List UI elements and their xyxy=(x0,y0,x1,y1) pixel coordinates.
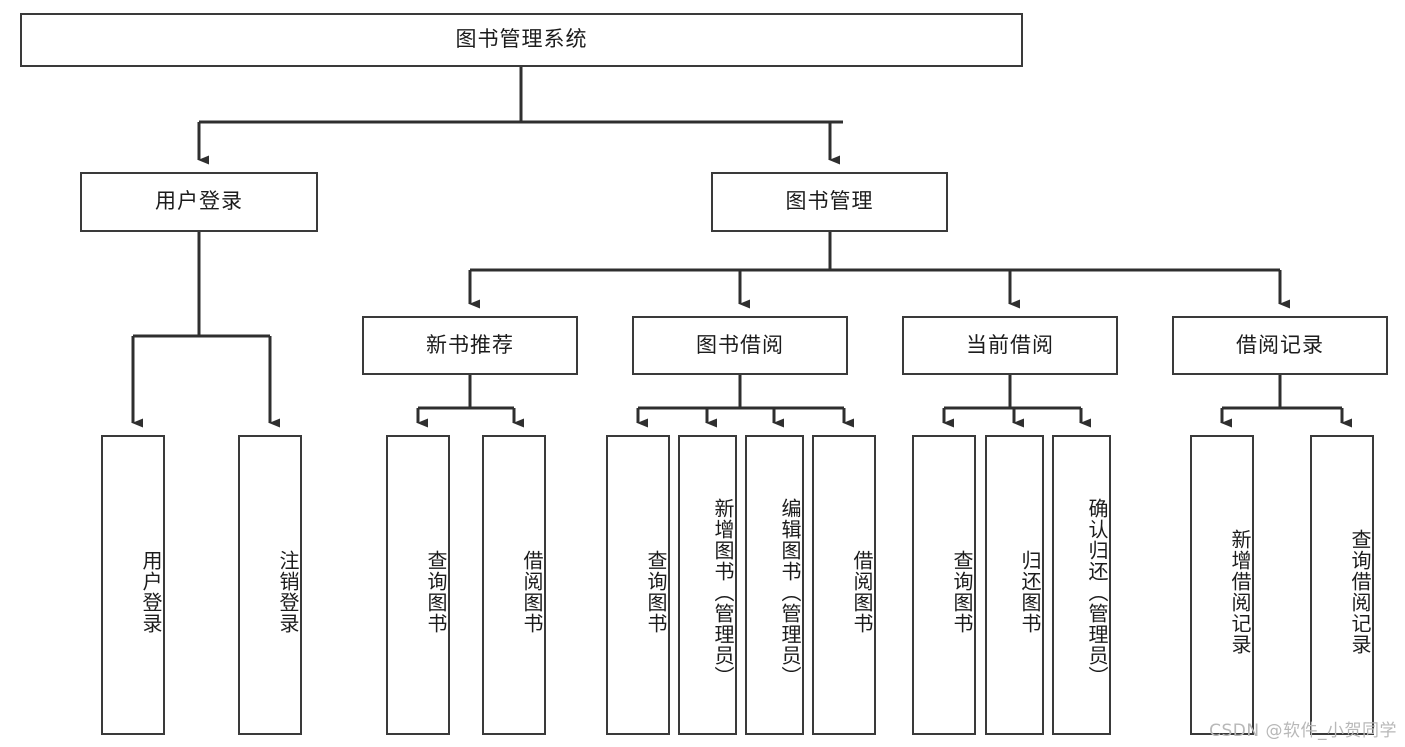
node-label: 新书推荐 xyxy=(426,332,514,357)
node-user-login[interactable]: 用户登录 xyxy=(80,172,318,232)
node-label: 图书管理系统 xyxy=(455,27,588,52)
node-label: 归还图书 xyxy=(1018,550,1042,634)
csdn-watermark: CSDN @软件_小贺同学 xyxy=(1209,721,1397,741)
node-current-borrowing[interactable]: 当前借阅 xyxy=(902,316,1118,375)
leaf-query-books-current[interactable]: 查询图书 xyxy=(912,435,976,735)
node-book-management[interactable]: 图书管理 xyxy=(711,172,948,232)
node-borrowing-record[interactable]: 借阅记录 xyxy=(1172,316,1388,375)
node-label: 借阅图书 xyxy=(850,550,874,634)
node-label: 借阅图书 xyxy=(520,550,544,634)
node-root-book-management-system[interactable]: 图书管理系统 xyxy=(20,13,1023,67)
node-label: 注销登录 xyxy=(276,550,300,634)
leaf-borrow-books-recommendation[interactable]: 借阅图书 xyxy=(482,435,546,735)
node-label: 图书借阅 xyxy=(696,332,784,357)
leaf-borrow-book[interactable]: 借阅图书 xyxy=(812,435,876,735)
node-label: 查询图书 xyxy=(644,550,668,634)
node-label: 查询图书 xyxy=(424,550,448,634)
leaf-query-books-recommendation[interactable]: 查询图书 xyxy=(386,435,450,735)
leaf-query-borrowing-record[interactable]: 查询借阅记录 xyxy=(1310,435,1374,735)
node-label: 编辑图书（管理员） xyxy=(778,497,802,687)
node-label: 当前借阅 xyxy=(966,332,1054,357)
leaf-add-book-admin[interactable]: 新增图书（管理员） xyxy=(678,435,737,735)
leaf-user-login[interactable]: 用户登录 xyxy=(101,435,165,735)
leaf-edit-book-admin[interactable]: 编辑图书（管理员） xyxy=(745,435,804,735)
node-label: 查询借阅记录 xyxy=(1348,529,1372,655)
node-label: 确认归还（管理员） xyxy=(1085,497,1109,687)
node-new-book-recommendation[interactable]: 新书推荐 xyxy=(362,316,578,375)
leaf-return-book[interactable]: 归还图书 xyxy=(985,435,1044,735)
node-label: 用户登录 xyxy=(139,550,163,634)
node-label: 新增图书（管理员） xyxy=(711,497,735,687)
node-label: 图书管理 xyxy=(785,189,874,214)
node-label: 新增借阅记录 xyxy=(1228,529,1252,655)
node-label: 用户登录 xyxy=(155,189,243,214)
leaf-confirm-return-admin[interactable]: 确认归还（管理员） xyxy=(1052,435,1111,735)
leaf-user-logout[interactable]: 注销登录 xyxy=(238,435,302,735)
node-book-borrowing[interactable]: 图书借阅 xyxy=(632,316,848,375)
leaf-add-borrowing-record[interactable]: 新增借阅记录 xyxy=(1190,435,1254,735)
leaf-query-books-borrowing[interactable]: 查询图书 xyxy=(606,435,670,735)
node-label: 查询图书 xyxy=(950,550,974,634)
node-label: 借阅记录 xyxy=(1236,332,1324,357)
